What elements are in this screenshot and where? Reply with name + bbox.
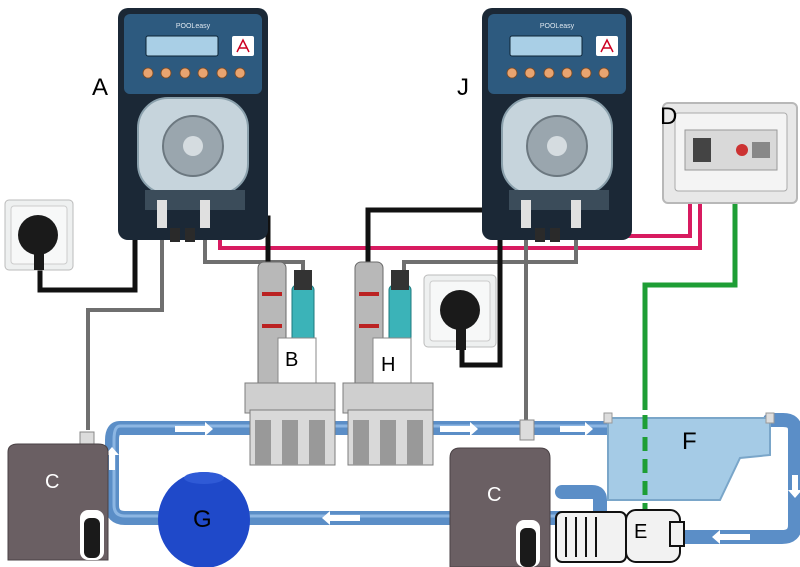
label-a: A — [92, 74, 109, 101]
tube-a-suction — [86, 228, 164, 430]
label-c-left: C — [45, 471, 60, 493]
arrow-right-icon — [175, 422, 213, 436]
pool — [603, 412, 775, 501]
chemical-tank-left — [7, 431, 109, 561]
circulation-pump — [555, 509, 685, 563]
label-g: G — [193, 506, 212, 533]
label-d: D — [660, 103, 678, 130]
label-c-right: C — [487, 484, 502, 506]
brand-logo-icon — [236, 38, 250, 53]
pump-j-buttons — [506, 67, 610, 79]
arrow-left-icon — [712, 530, 750, 544]
pump-a-brand: POOLeasy — [176, 23, 211, 30]
control-box — [662, 102, 798, 204]
chemical-tank-right — [449, 419, 551, 567]
sand-filter — [158, 472, 250, 567]
probe-holder-h — [342, 261, 434, 466]
green-cable — [642, 200, 738, 410]
brand-logo-icon — [600, 38, 614, 53]
label-b: B — [285, 349, 299, 371]
arrow-down-icon — [788, 475, 800, 498]
probe-holder-b — [244, 261, 336, 466]
dosing-pump-a: POOLeasy — [118, 8, 268, 242]
signal-cable-a — [218, 200, 702, 250]
power-cable-j — [459, 238, 503, 368]
label-h: H — [381, 354, 396, 376]
pump-j-brand: POOLeasy — [540, 23, 575, 30]
arrow-right-icon — [560, 422, 593, 436]
wall-socket-icon — [423, 274, 497, 350]
water-pipe-highlight — [112, 424, 609, 518]
label-f: F — [682, 428, 697, 455]
label-e: E — [634, 521, 648, 543]
label-j: J — [457, 74, 469, 101]
wall-socket-icon — [4, 199, 74, 271]
pump-a-buttons — [142, 67, 246, 79]
arrow-left-icon — [322, 511, 360, 525]
arrow-right-icon — [440, 422, 478, 436]
power-cable-probe-h — [365, 207, 488, 262]
power-cable-a — [37, 238, 138, 293]
dosing-pump-j: POOLeasy — [482, 8, 632, 242]
